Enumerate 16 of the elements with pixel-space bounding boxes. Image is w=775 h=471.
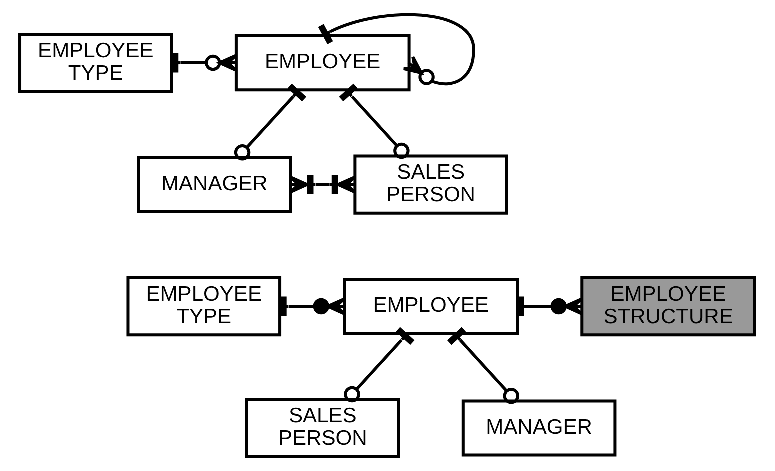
node-box: SALES PERSON <box>245 398 400 458</box>
node-box: EMPLOYEE TYPE <box>126 276 282 337</box>
node-box: EMPLOYEE <box>234 34 411 92</box>
connector <box>234 84 306 161</box>
connector <box>318 13 476 86</box>
node-box: EMPLOYEE <box>343 278 520 336</box>
node-box: EMPLOYEE TYPE <box>18 32 174 94</box>
node-box: EMPLOYEE STRUCTURE <box>580 276 756 337</box>
connector <box>447 327 520 404</box>
connector <box>344 327 415 403</box>
connector <box>280 296 346 316</box>
node-box: MANAGER <box>462 400 617 457</box>
connector <box>339 84 410 160</box>
connector <box>518 296 584 316</box>
node-box: MANAGER <box>137 156 292 214</box>
node-box: SALES PERSON <box>354 154 508 215</box>
